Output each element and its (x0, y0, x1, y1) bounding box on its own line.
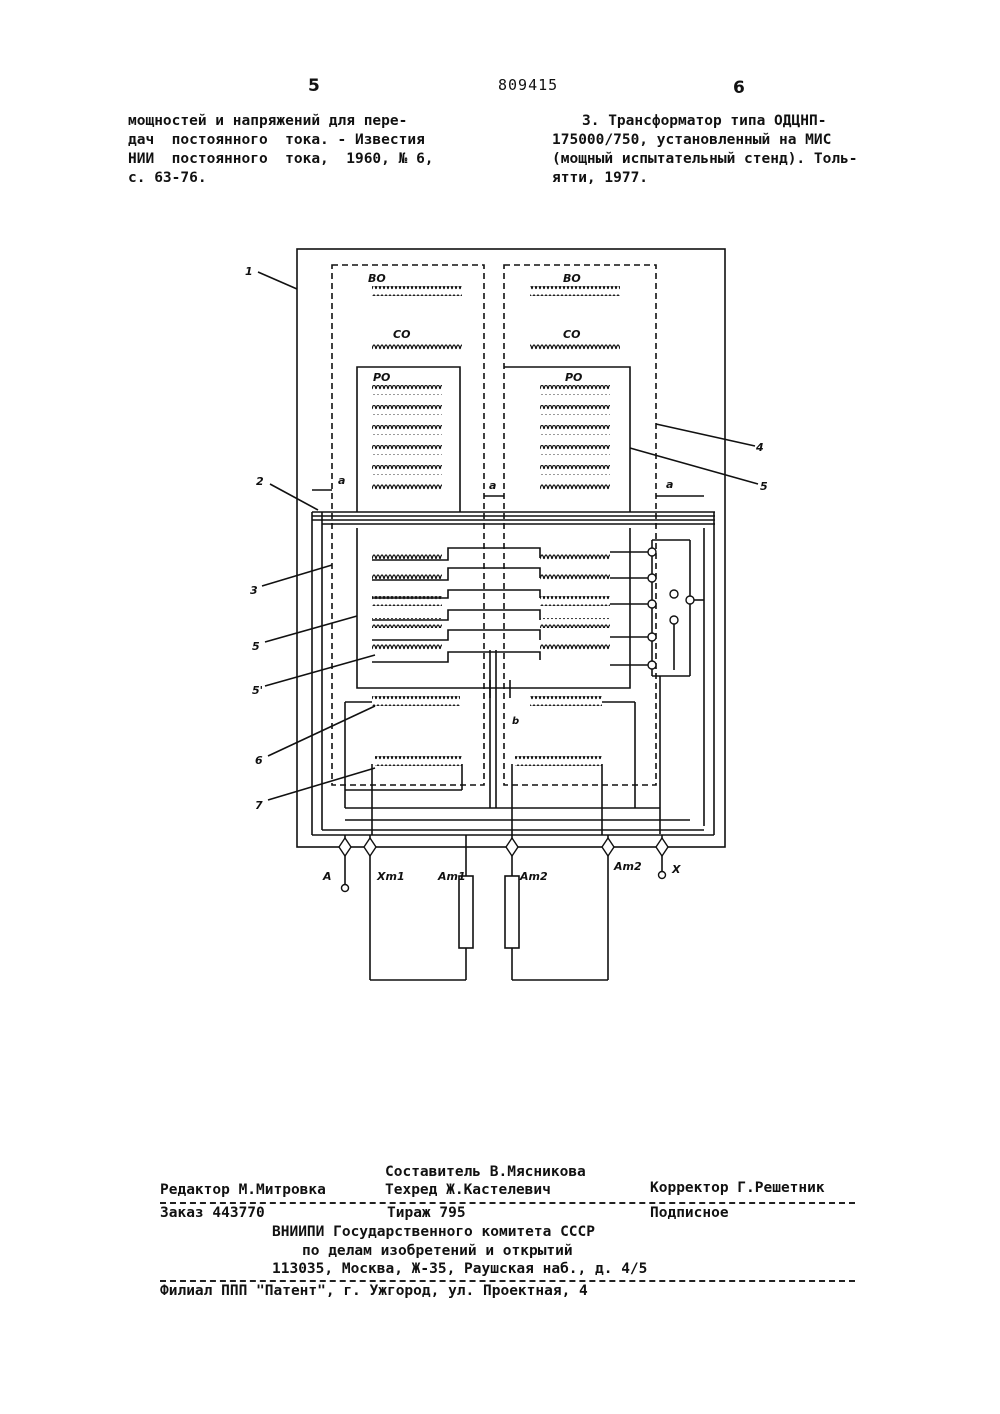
transformer-schematic: ВО ВО СО СО РО РО 1 2 3 5 5' 6 7 4 5 a a… (0, 0, 1000, 1000)
terminal-am2-b: Am2 (613, 860, 642, 873)
resistor-left (459, 876, 473, 948)
ref-5-left: 5 (252, 640, 260, 653)
resistor-right (505, 876, 519, 948)
terminal-x: X (671, 863, 681, 876)
dim-a-right: a (666, 478, 673, 491)
label-so-right: СО (563, 328, 580, 341)
terminal-xm1: Xm1 (376, 870, 405, 883)
ref-7: 7 (255, 799, 263, 812)
imprint-corrector: Корректор Г.Решетник (650, 1180, 825, 1196)
label-vo-left: ВО (368, 272, 386, 285)
ref-6: 6 (255, 754, 263, 767)
imprint-org-line2: по делам изобретений и открытий (302, 1243, 573, 1259)
dim-a-mid: a (489, 479, 496, 492)
imprint-order: Заказ 443770 (160, 1205, 265, 1221)
label-ro-right: РО (565, 371, 582, 384)
ref-1: 1 (245, 265, 253, 278)
terminal-a: A (322, 870, 332, 883)
imprint-subscription: Подписное (650, 1205, 729, 1221)
imprint-rule (160, 1202, 855, 1204)
label-so-left: СО (393, 328, 410, 341)
imprint-compiler: Составитель В.Мясникова (385, 1164, 586, 1180)
ref-3: 3 (250, 584, 258, 597)
dim-a-left: a (338, 474, 345, 487)
imprint-org-line3: 113035, Москва, Ж-35, Раушская наб., д. … (272, 1261, 647, 1277)
ref-2: 2 (256, 475, 264, 488)
imprint-rule (160, 1280, 855, 1282)
imprint-circulation: Тираж 795 (387, 1205, 466, 1221)
label-ro-left: РО (373, 371, 390, 384)
ref-4: 4 (755, 441, 764, 454)
terminal-am2-a: Am2 (519, 870, 548, 883)
imprint-editor: Редактор М.Митровка (160, 1182, 326, 1198)
dim-b: b (512, 716, 519, 727)
label-vo-right: ВО (563, 272, 581, 285)
imprint-branch: Филиал ППП "Патент", г. Ужгород, ул. Про… (160, 1283, 588, 1299)
terminal-am1: Am1 (437, 870, 466, 883)
imprint-org-line1: ВНИИПИ Государственного комитета СССР (272, 1224, 595, 1240)
ref-5-prime: 5' (252, 684, 263, 697)
imprint-techred: Техред Ж.Кастелевич (385, 1182, 551, 1198)
ref-5-right: 5 (760, 480, 768, 493)
